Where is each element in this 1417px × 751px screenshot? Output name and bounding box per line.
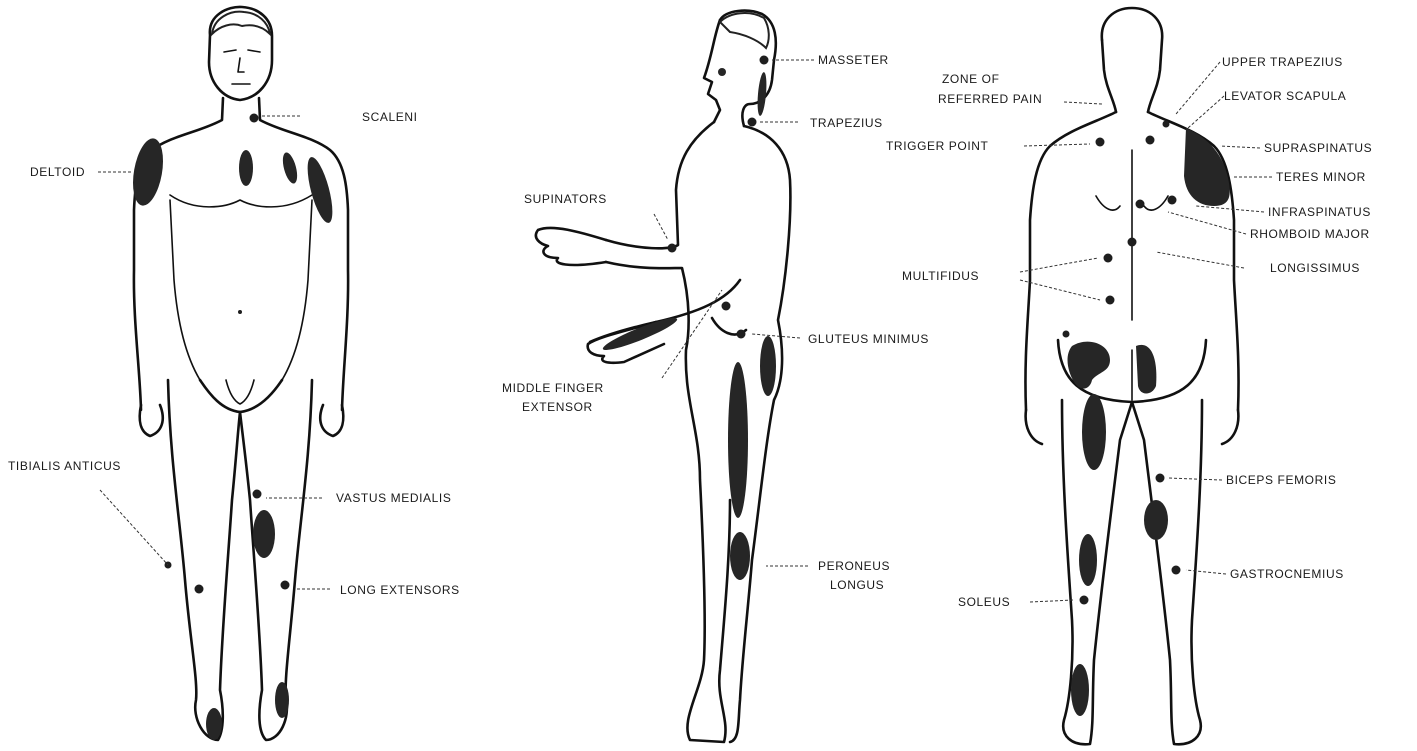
- label-masseter: MASSETER: [818, 53, 889, 67]
- label-biceps-femoris: BICEPS FEMORIS: [1226, 473, 1336, 487]
- label-deltoid: DELTOID: [30, 165, 85, 179]
- label-tibialis-anticus: TIBIALIS ANTICUS: [8, 459, 121, 473]
- label-vastus-medialis: VASTUS MEDIALIS: [336, 491, 451, 505]
- label-peroneus-longus-2: LONGUS: [830, 578, 884, 592]
- label-zone-of-referred-pain-2: REFERRED PAIN: [938, 92, 1042, 106]
- label-scaleni: SCALENI: [362, 110, 418, 124]
- back-figure: [1025, 8, 1238, 744]
- label-upper-trapezius: UPPER TRAPEZIUS: [1222, 55, 1343, 69]
- label-infraspinatus: INFRASPINATUS: [1268, 205, 1371, 219]
- label-trapezius: TRAPEZIUS: [810, 116, 883, 130]
- label-gluteus-minimus: GLUTEUS MINIMUS: [808, 332, 929, 346]
- label-soleus: SOLEUS: [958, 595, 1010, 609]
- label-supraspinatus: SUPRASPINATUS: [1264, 141, 1372, 155]
- label-middle-finger-extensor-1: MIDDLE FINGER: [502, 381, 604, 395]
- label-trigger-point: TRIGGER POINT: [886, 139, 989, 153]
- label-long-extensors: LONG EXTENSORS: [340, 583, 460, 597]
- label-supinators: SUPINATORS: [524, 192, 607, 206]
- label-levator-scapula: LEVATOR SCAPULA: [1224, 89, 1346, 103]
- label-longissimus: LONGISSIMUS: [1270, 261, 1360, 275]
- label-multifidus: MULTIFIDUS: [902, 269, 979, 283]
- label-rhomboid-major: RHOMBOID MAJOR: [1250, 227, 1370, 241]
- label-zone-of-referred-pain-1: ZONE OF: [942, 72, 1000, 86]
- label-middle-finger-extensor-2: EXTENSOR: [522, 400, 593, 414]
- label-peroneus-longus-1: PERONEUS: [818, 559, 890, 573]
- front-figure: [128, 7, 348, 740]
- label-gastrocnemius: GASTROCNEMIUS: [1230, 567, 1344, 581]
- label-teres-minor: TERES MINOR: [1276, 170, 1366, 184]
